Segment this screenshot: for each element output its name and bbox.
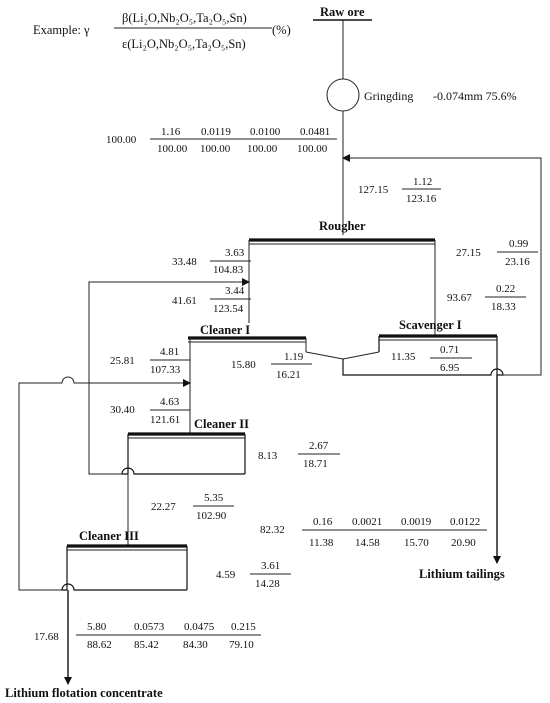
example-unit: (%) <box>272 23 291 37</box>
cleaner2-cell-bottom <box>121 467 245 475</box>
cleaner1-conc-grade: 4.81 <box>160 346 179 358</box>
tailings-yield: 82.32 <box>260 524 285 536</box>
cleaner2-feed-yield: 30.40 <box>110 404 135 416</box>
concentrate-rec-sn: 79.10 <box>229 639 254 651</box>
tailings-label: Lithium tailings <box>419 567 505 581</box>
example-numerator: β(Li₂O,Nb₂O₅,Ta₂O₅,Sn) <box>122 11 247 25</box>
cleaner2-conc-yield: 22.27 <box>151 501 176 513</box>
concentrate-grade-sn: 0.215 <box>231 621 256 633</box>
tailings-grade-nb: 0.0021 <box>352 516 382 528</box>
cleaner2-tail-recycle <box>88 278 250 475</box>
rougher-feed-recovery: 123.16 <box>406 193 437 205</box>
cleaner1-feed-yield: 41.61 <box>172 295 197 307</box>
cleaner3-tail-recovery: 14.28 <box>255 578 280 590</box>
scav-recycle-recovery: 23.16 <box>505 256 530 268</box>
scav-feed-recovery: 18.33 <box>491 301 516 313</box>
cleaner1-tail-yield: 15.80 <box>231 359 256 371</box>
cleaner3-tail-yield: 4.59 <box>216 569 236 581</box>
tailings-rec-ta: 15.70 <box>404 537 429 549</box>
cleaner1-tail-grade: 1.19 <box>284 351 304 363</box>
scav-recycle-yield: 27.15 <box>456 247 481 259</box>
scavenger-conc-recycle <box>342 154 542 376</box>
rougher-conc-grade: 3.63 <box>225 247 245 259</box>
feed-rec-nb: 100.00 <box>200 143 231 155</box>
feed-grade-ta: 0.0100 <box>250 126 281 138</box>
cleaner1-conc-recovery: 107.33 <box>150 364 181 376</box>
cleaner3-tail-recycle <box>18 376 191 591</box>
cleaner1-tail-to-scavenger <box>305 351 380 360</box>
scav-recycle-grade: 0.99 <box>509 238 529 250</box>
rougher-feed-yield: 127.15 <box>358 184 389 196</box>
cleaner1-tail-recovery: 16.21 <box>276 369 301 381</box>
example-prefix: Example: γ <box>33 23 90 37</box>
tailings-grade-sn: 0.0122 <box>450 516 480 528</box>
cleaner1-label: Cleaner I <box>200 323 250 337</box>
cleaner2-feed-recovery: 121.61 <box>150 414 180 426</box>
cleaner2-conc-recovery: 102.90 <box>196 510 227 522</box>
concentrate-grade-li: 5.80 <box>87 621 107 633</box>
grinding-spec-text: -0.074mm 75.6% <box>433 89 517 103</box>
feed-yield: 100.00 <box>106 134 137 146</box>
grinding-mill-icon <box>326 78 360 112</box>
concentrate-grade-nb: 0.0573 <box>134 621 165 633</box>
rougher-conc-recovery: 104.83 <box>213 264 244 276</box>
scavenger1-cell-bottom <box>342 359 504 376</box>
tailings-grade-li: 0.16 <box>313 516 333 528</box>
tailings-rec-nb: 14.58 <box>355 537 380 549</box>
feed-rec-sn: 100.00 <box>297 143 328 155</box>
cleaner3-cell-bottom <box>61 583 187 591</box>
tailings-grade-ta: 0.0019 <box>401 516 432 528</box>
cleaner2-conc-grade: 5.35 <box>204 492 224 504</box>
scav-conc-grade: 0.71 <box>440 344 459 356</box>
cleaner2-feed-grade: 4.63 <box>160 396 180 408</box>
cleaner1-feed-grade: 3.44 <box>225 285 245 297</box>
grinding-label: Gringding <box>364 89 413 103</box>
concentrate-rec-nb: 85.42 <box>134 639 159 651</box>
rougher-feed-grade: 1.12 <box>413 176 432 188</box>
cleaner3-label: Cleaner III <box>79 529 139 543</box>
tailings-rec-sn: 20.90 <box>451 537 476 549</box>
rougher-conc-yield: 33.48 <box>172 256 197 268</box>
feed-grade-nb: 0.0119 <box>201 126 231 138</box>
scav-conc-recovery: 6.95 <box>440 362 460 374</box>
concentrate-grade-ta: 0.0475 <box>184 621 215 633</box>
feed-grade-sn: 0.0481 <box>300 126 330 138</box>
concentrate-rec-ta: 84.30 <box>183 639 208 651</box>
example-denominator: ε(Li₂O,Nb₂O₅,Ta₂O₅,Sn) <box>122 37 246 51</box>
cleaner2-tail-yield: 8.13 <box>258 450 278 462</box>
concentrate-rec-li: 88.62 <box>87 639 112 651</box>
concentrate-yield: 17.68 <box>34 631 59 643</box>
concentrate-label: Lithium flotation concentrate <box>5 686 163 700</box>
scavenger1-label: Scavenger I <box>399 318 462 332</box>
scav-feed-grade: 0.22 <box>496 283 515 295</box>
feed-rec-ta: 100.00 <box>247 143 278 155</box>
cleaner2-tail-recovery: 18.71 <box>303 458 328 470</box>
cleaner3-tail-grade: 3.61 <box>261 560 280 572</box>
cleaner1-conc-yield: 25.81 <box>110 355 135 367</box>
rougher-label: Rougher <box>319 219 366 233</box>
feed-rec-li: 100.00 <box>157 143 188 155</box>
cleaner2-label: Cleaner II <box>194 417 249 431</box>
raw-ore-label: Raw ore <box>320 5 365 19</box>
tailings-rec-li: 11.38 <box>309 537 334 549</box>
cleaner2-tail-grade: 2.67 <box>309 440 329 452</box>
scav-conc-yield: 11.35 <box>391 351 416 363</box>
cleaner1-feed-recovery: 123.54 <box>213 303 244 315</box>
feed-grade-li: 1.16 <box>161 126 181 138</box>
scav-feed-yield: 93.67 <box>447 292 472 304</box>
